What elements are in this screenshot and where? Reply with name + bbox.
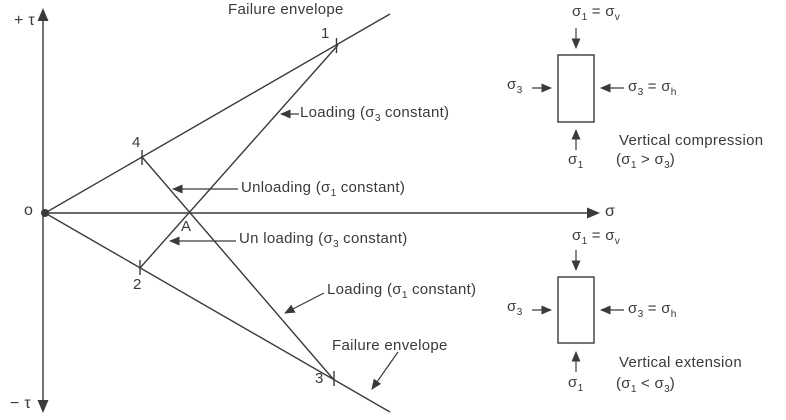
point-2-label: 2 (133, 276, 142, 293)
unloading-sigma3-constant-label: Un loading (σ3 constant) (239, 230, 408, 250)
compression-soil-element (557, 54, 595, 123)
compression-bottom-stress-label: σ1 (568, 151, 584, 171)
compression-condition: (σ1 > σ3) (616, 151, 676, 171)
extension-top-stress-label: σ1 = σv (572, 227, 620, 247)
axis-arrowheads (37, 8, 600, 413)
extension-element-diagram (532, 250, 624, 372)
point-1-label: 1 (321, 25, 330, 42)
loading-sigma1-pointer-arrow (284, 292, 325, 314)
stress-path-plot (42, 13, 589, 413)
point-a-label: A (181, 218, 192, 235)
extension-soil-element (557, 276, 595, 344)
point-3-label: 3 (315, 370, 324, 387)
sigma-axis-arrowhead (587, 207, 600, 219)
tau-axis-up-arrowhead (37, 8, 49, 21)
sigma-axis-label: σ (605, 203, 616, 220)
compression-caption: Vertical compression (619, 132, 764, 149)
loading-sigma1-constant-label: Loading (σ1 constant) (327, 281, 477, 301)
stress-path-line-4-to-3 (141, 156, 335, 381)
upper-failure-envelope-line (44, 13, 391, 214)
extension-caption: Vertical extension (619, 354, 742, 371)
tau-positive-axis-label: + τ (14, 12, 36, 29)
origin-label: o (24, 202, 34, 219)
origin-dot (41, 209, 49, 217)
tau-axis-down-arrowhead (37, 400, 49, 413)
extension-left-stress-label: σ3 (507, 298, 523, 318)
annotation-arrows (169, 109, 399, 390)
failure-envelope-top-label: Failure envelope (228, 1, 344, 18)
stress-path-line-2-to-1 (139, 44, 339, 269)
loading-sigma3-constant-label: Loading (σ3 constant) (300, 104, 450, 124)
extension-bottom-stress-label: σ1 (568, 374, 584, 394)
extension-condition: (σ1 < σ3) (616, 375, 676, 395)
compression-top-stress-label: σ1 = σv (572, 3, 620, 23)
compression-element-diagram (532, 28, 624, 150)
failure-envelope-bottom-pointer-arrow (371, 351, 399, 390)
compression-right-stress-label: σ3 = σh (628, 78, 677, 98)
failure-envelope-bottom-label: Failure envelope (332, 337, 448, 354)
compression-left-stress-label: σ3 (507, 76, 523, 96)
point-4-label: 4 (132, 134, 141, 151)
tau-negative-axis-label: − τ (10, 395, 32, 412)
extension-right-stress-label: σ3 = σh (628, 300, 677, 320)
unloading-sigma1-constant-label: Unloading (σ1 constant) (241, 179, 406, 199)
